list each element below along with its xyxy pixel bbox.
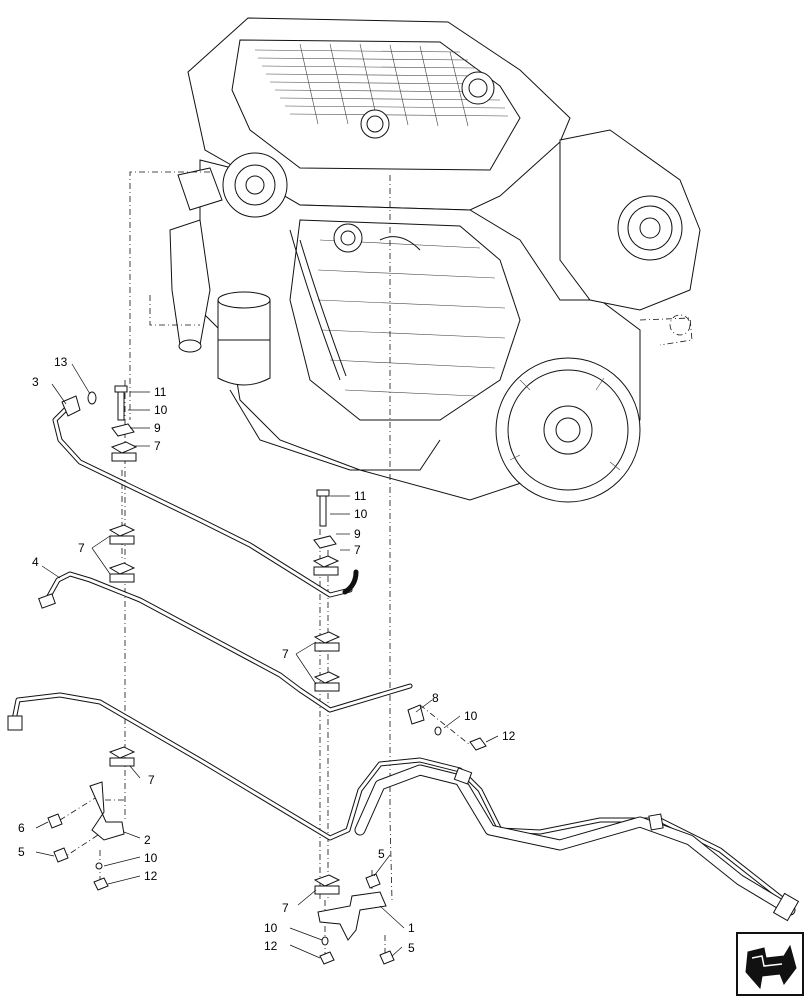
- callout-7: 7: [78, 541, 85, 555]
- callout-7: 7: [154, 439, 161, 453]
- callout-4: 4: [32, 555, 39, 569]
- callout-10: 10: [464, 709, 478, 723]
- clamp-part-7: [108, 441, 341, 895]
- callout-8: 8: [432, 691, 439, 705]
- leader-lines: [35, 363, 499, 959]
- hose-assembly: [7, 692, 800, 922]
- callout-10: 10: [264, 921, 278, 935]
- callout-9: 9: [354, 527, 361, 541]
- callout-13: 13: [54, 355, 68, 369]
- callout-7: 7: [282, 901, 289, 915]
- callout-11: 11: [354, 489, 367, 503]
- callout-5: 5: [408, 941, 415, 955]
- callout-1: 1: [408, 921, 415, 935]
- callout-11: 11: [154, 385, 167, 399]
- tube-4: [38, 571, 413, 713]
- tube-3: [52, 395, 359, 598]
- next-page-arrow-icon[interactable]: [736, 932, 804, 996]
- callout-labels: 1 2 3 4 5 5 5 6 7 7 7 7 7 7 7 8 9 9 10 1…: [18, 355, 516, 955]
- callout-12: 12: [502, 729, 516, 743]
- callout-10: 10: [144, 851, 158, 865]
- callout-2: 2: [144, 833, 151, 847]
- callout-10: 10: [154, 403, 168, 417]
- callout-7: 7: [148, 773, 155, 787]
- clamps-and-fasteners: [47, 385, 487, 965]
- callout-10: 10: [354, 507, 368, 521]
- engine-illustration: [149, 17, 701, 503]
- callout-6: 6: [18, 821, 25, 835]
- callout-5: 5: [378, 847, 385, 861]
- callout-7: 7: [282, 647, 289, 661]
- callout-12: 12: [144, 869, 158, 883]
- callout-5: 5: [18, 845, 25, 859]
- callout-7: 7: [354, 543, 361, 557]
- callout-3: 3: [32, 375, 39, 389]
- callout-12: 12: [264, 939, 278, 953]
- callout-9: 9: [154, 421, 161, 435]
